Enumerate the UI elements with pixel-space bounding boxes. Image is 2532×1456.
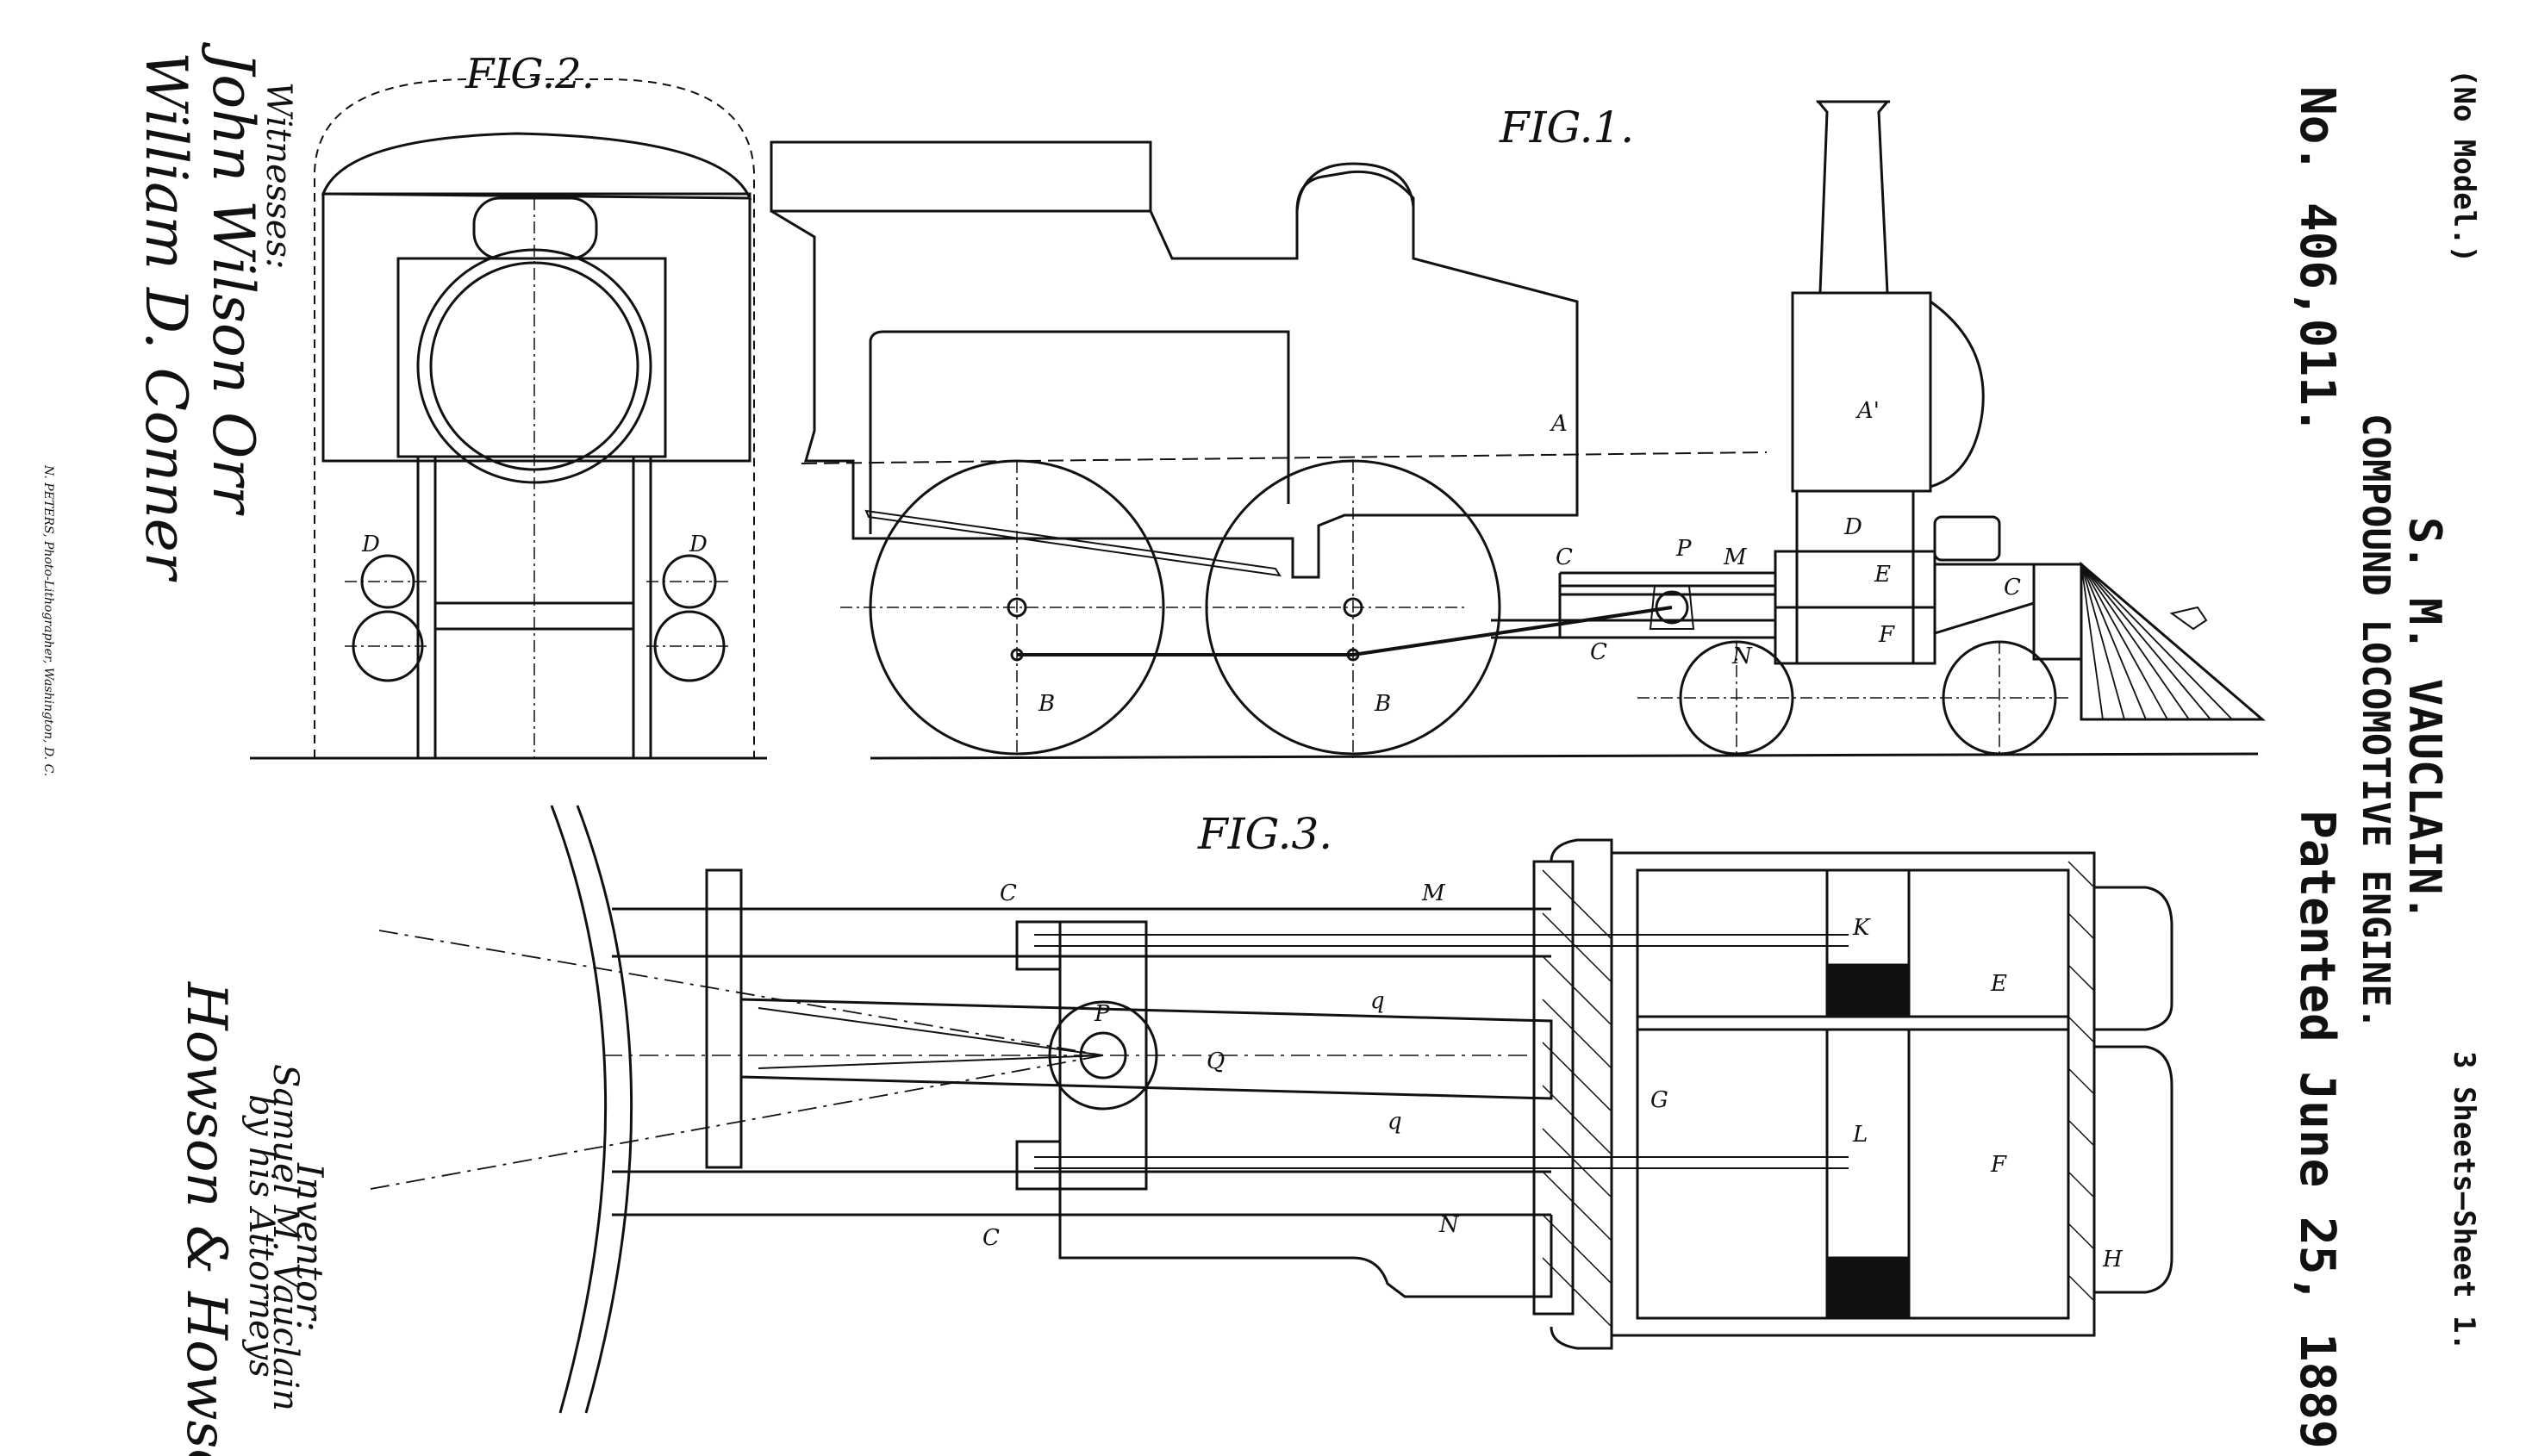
witness-signature-1: John Wilson Orr bbox=[200, 41, 266, 516]
fig3-label-F: F bbox=[1990, 1152, 2007, 1178]
fig1-label-C-chest: C bbox=[2004, 575, 2021, 600]
fig3-caption: FIG.3. bbox=[1197, 809, 1332, 859]
fig3-label-E: E bbox=[1990, 971, 2007, 997]
fig3-label-q-lower: q bbox=[1388, 1109, 1402, 1135]
fig3-label-K: K bbox=[1852, 915, 1871, 941]
figure-1-side-elevation: FIG.1. bbox=[770, 100, 2267, 760]
fig1-label-C-lower: C bbox=[1590, 639, 1607, 665]
patent-header: (No Model.) No. 406,011. S. M. VAUCLAIN.… bbox=[2289, 69, 2481, 1456]
fig3-label-H: H bbox=[2102, 1247, 2124, 1272]
sheet-count: 3 Sheets—Sheet 1. bbox=[2447, 1051, 2481, 1351]
inventor-block: Inventor: Samuel M. Vauclain by his Atto… bbox=[174, 981, 331, 1456]
fig1-label-M: M bbox=[1723, 544, 1748, 570]
fig3-label-q-upper: q bbox=[1370, 988, 1385, 1014]
inventor-name: S. M. VAUCLAIN. bbox=[2398, 517, 2450, 922]
patent-number: No. 406,011. bbox=[2289, 86, 2345, 435]
attorney-signature: Howson & Howson bbox=[174, 981, 238, 1456]
fig1-label-F: F bbox=[1878, 622, 1895, 648]
fig3-label-L: L bbox=[1852, 1122, 1868, 1148]
attorney-by-line: by his Attorneys bbox=[241, 1094, 281, 1378]
fig1-label-C-upper: C bbox=[1556, 544, 1573, 570]
fig3-label-P: P bbox=[1094, 1001, 1110, 1027]
fig2-caption: FIG.2. bbox=[465, 50, 595, 98]
patent-date: Patented June 25, 1889. bbox=[2289, 810, 2345, 1456]
fig1-label-N: N bbox=[1731, 644, 1753, 669]
witnesses-block: Witnesses: John Wilson Orr William D. Co… bbox=[133, 41, 298, 582]
fig3-label-N: N bbox=[1438, 1212, 1460, 1238]
witness-signature-2: William D. Conner bbox=[133, 52, 199, 582]
fig1-label-A: A bbox=[1550, 411, 1568, 437]
fig1-label-B-front: B bbox=[1374, 691, 1391, 717]
fig3-label-Q: Q bbox=[1207, 1048, 1225, 1074]
figure-3-sectional-plan: FIG.3. bbox=[370, 805, 2173, 1414]
fig1-label-A-prime: A' bbox=[1855, 398, 1880, 424]
fig3-label-G: G bbox=[1650, 1087, 1668, 1113]
invention-title: COMPOUND LOCOMOTIVE ENGINE. bbox=[2354, 414, 2398, 1030]
fig1-label-D: D bbox=[1843, 514, 1862, 540]
fig3-label-C-upper: C bbox=[1000, 880, 1017, 906]
fig1-label-E: E bbox=[1874, 562, 1891, 588]
fig3-label-M: M bbox=[1421, 880, 1446, 906]
fig2-label-D-right: D bbox=[689, 532, 708, 557]
fig2-label-D-left: D bbox=[361, 532, 380, 557]
figure-2-front-view: FIG.2. D D bbox=[250, 50, 767, 760]
fig3-label-C-lower: C bbox=[982, 1225, 1000, 1251]
inventor-heading: Inventor: bbox=[289, 1162, 331, 1332]
printer-imprint: N. PETERS, Photo-Lithographer, Washingto… bbox=[41, 464, 55, 776]
no-model-note: (No Model.) bbox=[2447, 69, 2481, 263]
fig1-label-B-rear: B bbox=[1038, 691, 1055, 717]
fig1-label-P: P bbox=[1675, 536, 1692, 562]
inventor-signature: Samuel M. Vauclain bbox=[265, 1064, 305, 1411]
witnesses-heading: Witnesses: bbox=[259, 82, 298, 269]
fig1-caption: FIG.1. bbox=[1499, 103, 1634, 152]
